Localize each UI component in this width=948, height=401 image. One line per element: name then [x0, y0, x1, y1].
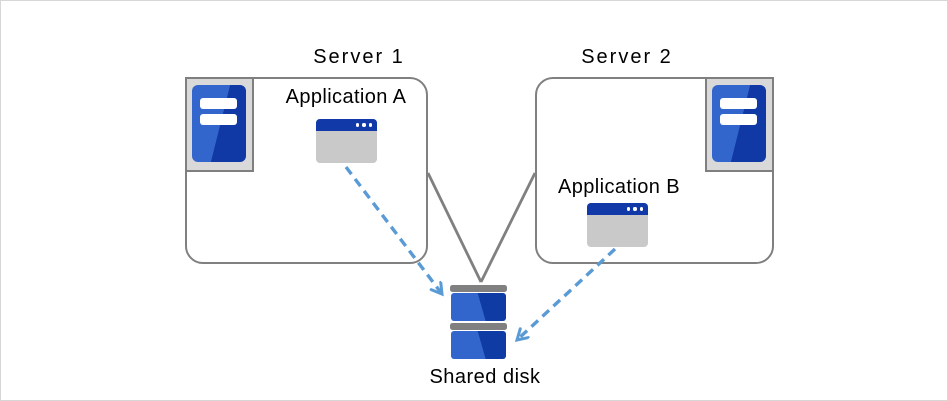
window-dot-icon — [368, 123, 372, 127]
window-titlebar-icon — [316, 119, 377, 131]
stacked-disk-icon-cap — [450, 285, 507, 292]
stacked-disk-icon-platter — [451, 331, 506, 359]
application-a-label: Application A — [285, 86, 407, 108]
window-dot-icon — [633, 207, 637, 211]
server2-server-tower-icon — [705, 77, 774, 172]
server1-disk-connector-line — [426, 172, 483, 283]
application-b-window-icon — [587, 203, 648, 247]
window-dot-icon — [362, 123, 366, 127]
application-b-label: Application B — [558, 176, 680, 198]
window-dot-icon — [355, 123, 360, 127]
server1-server-tower-icon — [185, 77, 254, 172]
server-tower-slot-icon — [200, 98, 237, 109]
stacked-disk-icon-platter — [451, 293, 506, 321]
server2-disk-connector-line — [479, 172, 537, 283]
server-tower-icon-body — [712, 85, 766, 162]
window-dot-icon — [639, 207, 643, 211]
stacked-disk-icon-cap — [450, 323, 507, 330]
window-titlebar-icon — [587, 203, 648, 215]
server-tower-icon-body — [192, 85, 246, 162]
server2-label: Server 2 — [581, 46, 673, 68]
server1-label: Server 1 — [313, 46, 405, 68]
window-dot-icon — [626, 207, 631, 211]
server-tower-slot-icon — [720, 114, 757, 125]
server-tower-slot-icon — [720, 98, 757, 109]
application-a-window-icon — [316, 119, 377, 163]
server-tower-slot-icon — [200, 114, 237, 125]
shared-disk-label: Shared disk — [429, 366, 541, 388]
